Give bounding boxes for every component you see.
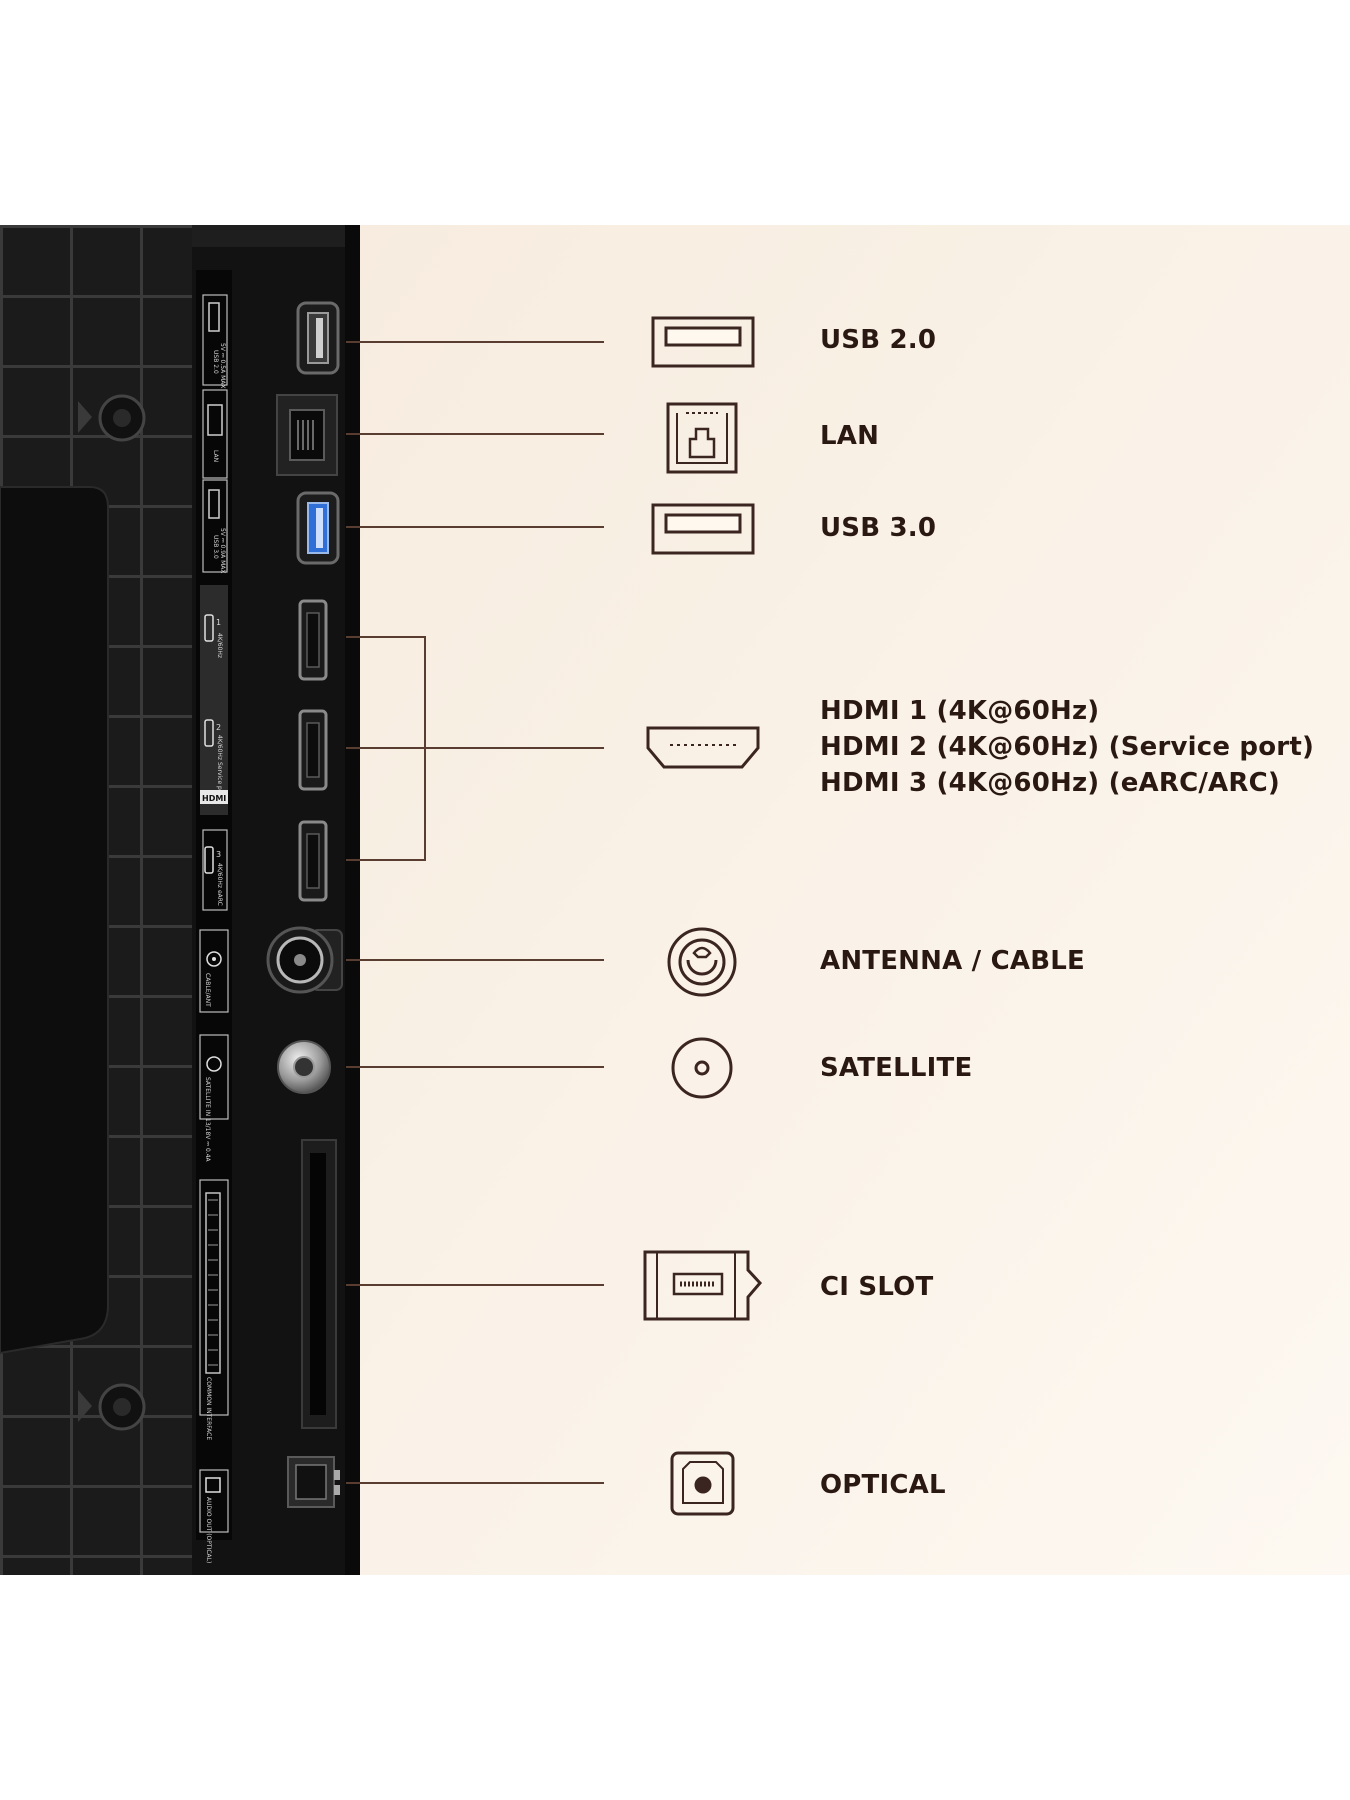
ci-slot-icon [643, 1250, 763, 1321]
panel-label-hdmi1-num: 1 [216, 618, 221, 627]
diagram-background [360, 225, 1350, 1575]
usb3-port [296, 491, 340, 565]
lan-icon [666, 402, 738, 474]
panel-label-hdmi3-num: 3 [216, 850, 221, 859]
label-hdmi-group: HDMI 1 (4K@60Hz) HDMI 2 (4K@60Hz) (Servi… [820, 693, 1314, 801]
label-hdmi2: HDMI 2 (4K@60Hz) (Service port) [820, 732, 1315, 762]
usb3-icon [651, 503, 755, 555]
panel-label-hdmi3-spec: 4K/60Hz eARC [216, 863, 223, 906]
panel-label-blocks: USB 2.0 5V ⎓ 0.5A MAX LAN USB 3.0 5V ⎓ 0… [199, 294, 229, 1563]
label-ci-slot: CI SLOT [820, 1272, 934, 1302]
antenna-port [266, 926, 343, 994]
panel-label-usb2: USB 2.0 [212, 350, 219, 374]
optical-port [287, 1456, 340, 1508]
panel-label-cable: CABLE/ANT [204, 973, 211, 1007]
label-antenna: ANTENNA / CABLE [820, 946, 1085, 976]
panel-label-hdmi1-spec: 4K/60Hz [216, 633, 223, 658]
hdmi3-port [298, 820, 328, 902]
label-satellite: SATELLITE [820, 1053, 973, 1083]
port-label-strip [196, 270, 232, 1540]
panel-label-audio: AUDIO OUT (OPTICAL) [205, 1497, 212, 1563]
mount-screw-top [78, 394, 146, 442]
panel-label-satellite: SATELLITE IN 13/18V ⎓ 0.4A [204, 1077, 211, 1163]
leader-lines [346, 341, 604, 1484]
label-lan: LAN [820, 421, 880, 451]
usb2-port [296, 301, 340, 375]
label-usb3: USB 3.0 [820, 513, 937, 543]
antenna-icon [667, 927, 737, 997]
optical-icon [670, 1451, 735, 1516]
label-hdmi3: HDMI 3 (4K@60Hz) (eARC/ARC) [820, 768, 1280, 798]
tv-stand-plate [0, 486, 109, 1355]
panel-label-usb3: USB 3.0 [212, 535, 219, 559]
connection-diagram: USB 2.0 5V ⎓ 0.5A MAX LAN USB 3.0 5V ⎓ 0… [0, 225, 1350, 1575]
physical-ports [266, 301, 343, 1508]
usb-icon [651, 316, 755, 368]
mount-screw-bottom [78, 1383, 146, 1431]
panel-label-hdmi-logo: HDMI [202, 794, 226, 803]
panel-label-usb2-spec: 5V ⎓ 0.5A MAX [219, 343, 226, 388]
hdmi-icon [646, 726, 760, 769]
label-usb2: USB 2.0 [820, 325, 937, 355]
satellite-port [277, 1040, 331, 1094]
panel-label-ci: COMMON INTERFACE [205, 1377, 212, 1440]
icons [643, 316, 763, 1516]
hdmi2-port [298, 709, 328, 791]
label-optical: OPTICAL [820, 1470, 946, 1500]
lan-port [276, 394, 338, 476]
panel-label-lan: LAN [212, 450, 219, 462]
hdmi1-port [298, 599, 328, 681]
satellite-icon [671, 1037, 733, 1099]
ci-slot [301, 1139, 337, 1429]
label-hdmi1: HDMI 1 (4K@60Hz) [820, 696, 1100, 726]
panel-label-hdmi2-num: 2 [216, 723, 221, 732]
panel-label-hdmi2-spec: 4K/60Hz Service port [216, 735, 223, 799]
panel-label-usb3-spec: 5V ⎓ 0.9A MAX [219, 528, 226, 573]
